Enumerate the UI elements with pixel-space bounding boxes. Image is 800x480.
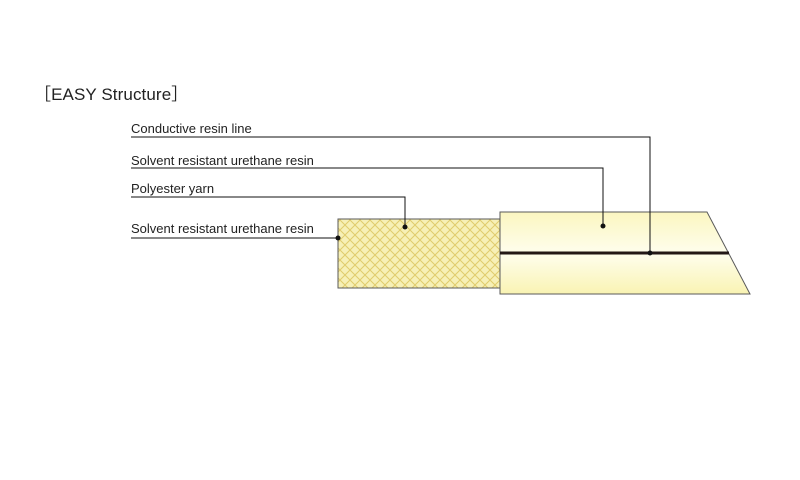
leader-outer-urethane-resin [131, 167, 606, 229]
leader-polyester-yarn [131, 196, 408, 230]
diagram-title: ［EASY Structure］ [34, 85, 189, 104]
leader-conductive-resin-line [131, 136, 653, 256]
label-polyester-yarn: Polyester yarn [131, 181, 215, 196]
label-outer-urethane-resin: Solvent resistant urethane resin [131, 153, 314, 168]
label-conductive-resin-line: Conductive resin line [131, 121, 252, 136]
polyester-yarn-layer [337, 218, 503, 289]
label-inner-urethane-resin: Solvent resistant urethane resin [131, 221, 314, 236]
leader-inner-urethane-resin [131, 235, 341, 241]
